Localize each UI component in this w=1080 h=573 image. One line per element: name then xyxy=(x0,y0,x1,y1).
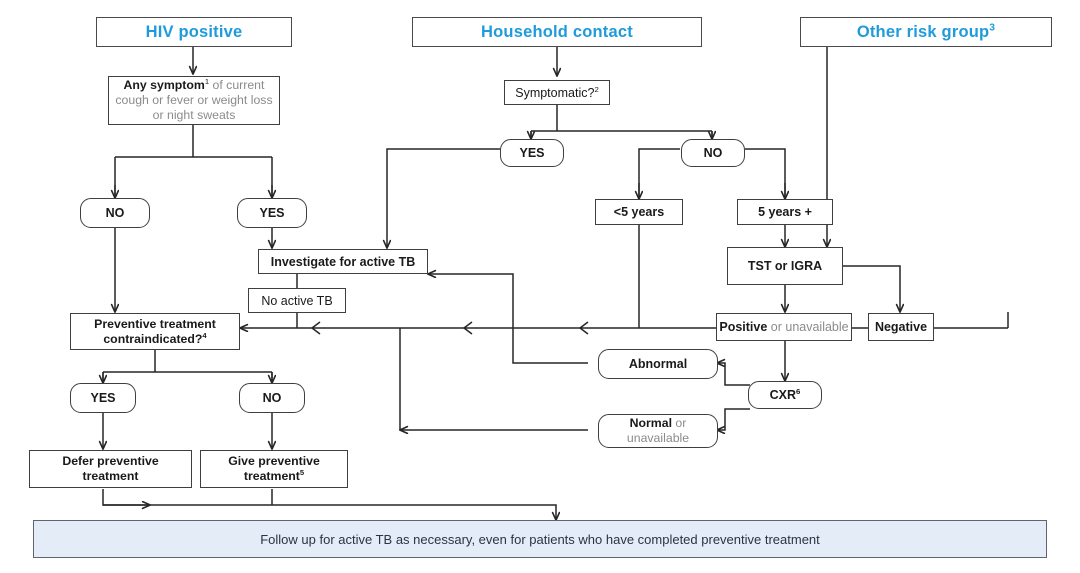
node-preventive-treatment-contraindicated[interactable]: Preventive treatment contraindicated?4 xyxy=(70,313,240,350)
node-household-yes-label: YES xyxy=(519,146,545,160)
node-abnormal-label: Abnormal xyxy=(628,357,688,371)
footnote-ref-5: 5 xyxy=(299,467,305,477)
node-cxr-label: CXR6 xyxy=(769,386,801,402)
footnote-ref-4: 4 xyxy=(202,330,207,340)
node-negative[interactable]: Negative xyxy=(868,313,934,341)
footnote-ref-6: 6 xyxy=(796,386,801,396)
node-tst-or-igra[interactable]: TST or IGRA xyxy=(727,247,843,285)
node-normal-or-unavailable-text: Normal or unavailable xyxy=(626,416,690,445)
node-positive-or-unavailable[interactable]: Positive or unavailable xyxy=(716,313,852,341)
footnote-ref-2: 2 xyxy=(594,84,599,94)
node-hiv-no[interactable]: NO xyxy=(80,198,150,228)
header-other-risk-group-label: Other risk group3 xyxy=(856,22,996,41)
node-investigate-for-active-tb[interactable]: Investigate for active TB xyxy=(258,249,428,274)
node-hiv-no-label: NO xyxy=(105,206,125,220)
node-symptomatic[interactable]: Symptomatic?2 xyxy=(504,80,610,105)
node-household-yes[interactable]: YES xyxy=(500,139,564,167)
node-5-years-plus[interactable]: 5 years + xyxy=(737,199,833,225)
node-cxr[interactable]: CXR6 xyxy=(748,381,822,409)
node-household-no-label: NO xyxy=(703,146,723,160)
node-under-5-years-label: <5 years xyxy=(613,205,665,219)
node-contraindicated-yes[interactable]: YES xyxy=(70,383,136,413)
footnote-ref-1: 1 xyxy=(204,76,210,86)
node-give-preventive-treatment[interactable]: Give preventive treatment5 xyxy=(200,450,348,488)
node-any-symptom-text: Any symptom1 of current cough or fever o… xyxy=(115,76,273,122)
banner-follow-up-text: Follow up for active TB as necessary, ev… xyxy=(260,531,820,547)
node-5-years-plus-label: 5 years + xyxy=(758,205,812,219)
node-normal-or-unavailable[interactable]: Normal or unavailable xyxy=(598,414,718,448)
node-hiv-yes-label: YES xyxy=(259,206,285,220)
node-household-no[interactable]: NO xyxy=(681,139,745,167)
header-hiv-positive-label: HIV positive xyxy=(145,22,243,41)
node-give-preventive-treatment-text: Give preventive treatment5 xyxy=(228,454,320,483)
node-preventive-treatment-contraindicated-text: Preventive treatment contraindicated?4 xyxy=(94,316,216,346)
node-abnormal[interactable]: Abnormal xyxy=(598,349,718,379)
node-hiv-yes[interactable]: YES xyxy=(237,198,307,228)
node-symptomatic-label: Symptomatic?2 xyxy=(515,84,599,100)
node-any-symptom[interactable]: Any symptom1 of current cough or fever o… xyxy=(108,76,280,125)
node-contraindicated-no[interactable]: NO xyxy=(239,383,305,413)
node-tst-or-igra-label: TST or IGRA xyxy=(747,259,823,273)
footnote-ref-3: 3 xyxy=(989,22,996,33)
node-negative-label: Negative xyxy=(874,320,928,334)
node-contraindicated-no-label: NO xyxy=(262,391,282,405)
header-household-contact-label: Household contact xyxy=(481,22,633,41)
node-defer-preventive-treatment-text: Defer preventive treatment xyxy=(62,454,159,483)
node-contraindicated-yes-label: YES xyxy=(90,391,116,405)
node-defer-preventive-treatment[interactable]: Defer preventive treatment xyxy=(29,450,192,488)
header-other-risk-group[interactable]: Other risk group3 xyxy=(800,17,1052,47)
node-positive-or-unavailable-label: Positive or unavailable xyxy=(719,320,849,334)
node-investigate-for-active-tb-label: Investigate for active TB xyxy=(270,254,416,269)
banner-follow-up: Follow up for active TB as necessary, ev… xyxy=(33,520,1047,558)
node-under-5-years[interactable]: <5 years xyxy=(595,199,683,225)
header-hiv-positive[interactable]: HIV positive xyxy=(96,17,292,47)
node-no-active-tb[interactable]: No active TB xyxy=(248,288,346,313)
header-household-contact[interactable]: Household contact xyxy=(412,17,702,47)
node-no-active-tb-label: No active TB xyxy=(261,293,333,308)
